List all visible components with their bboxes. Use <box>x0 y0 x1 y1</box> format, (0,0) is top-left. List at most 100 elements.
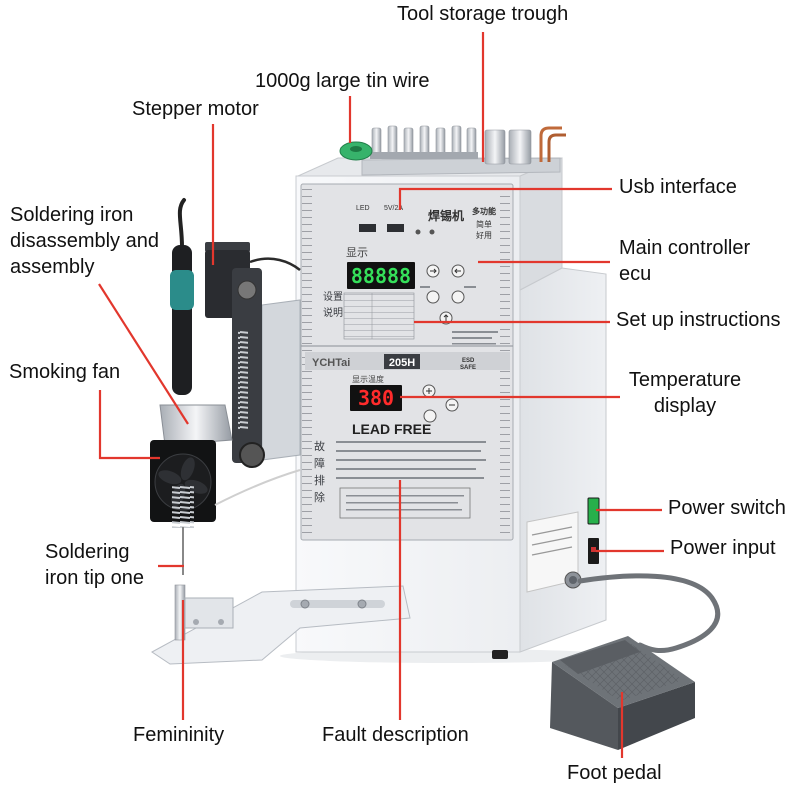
temperature-digits: 380 <box>358 386 394 410</box>
label-temperature-display: Temperature display <box>612 367 758 419</box>
motor-cable <box>249 257 301 271</box>
esd-text: ESD <box>462 358 475 364</box>
warning-line <box>346 495 464 497</box>
leader-lines <box>98 32 664 758</box>
panel-button <box>426 290 440 304</box>
pedal-cable <box>577 573 721 654</box>
lead-free-text: LEAD FREE <box>352 421 431 437</box>
copper-hook <box>547 133 566 162</box>
tool-tip <box>387 125 398 155</box>
warning-box <box>339 487 471 519</box>
copper-hook <box>539 126 562 162</box>
set-button <box>423 409 437 423</box>
label-foot-pedal: Foot pedal <box>567 762 662 784</box>
label-setup-instructions: Set up instructions <box>616 309 781 331</box>
fixture-screw <box>300 599 310 609</box>
leader-smoking-fan <box>98 390 160 460</box>
leader-iron-assembly <box>98 283 189 425</box>
display-title: 显示 <box>346 246 368 259</box>
tool-bracket <box>508 129 532 165</box>
label-iron-assembly: Soldering iron disassembly and assembly <box>10 202 159 280</box>
fine-print-line <box>452 337 492 339</box>
label-iron-tip: Soldering iron tip one <box>45 539 144 591</box>
label-line: Main controller <box>619 237 751 259</box>
tool-tip <box>435 127 446 155</box>
counter-digits: 88888 <box>351 264 411 288</box>
power-input-fuse <box>591 547 596 552</box>
fine-print-line <box>336 459 486 461</box>
arrow-icon <box>454 268 461 274</box>
tool-tip <box>466 127 477 155</box>
fine-print-line <box>336 450 481 452</box>
usb-port <box>387 224 404 232</box>
label-tool-storage-trough: Tool storage trough <box>397 3 569 25</box>
brand-text: YCHTai <box>312 357 350 369</box>
spec-line <box>531 526 573 536</box>
fixture-screw <box>193 619 199 625</box>
soldering-iron-handle <box>172 245 192 395</box>
tool-tip <box>403 127 414 155</box>
soldering-iron-grip <box>170 270 194 310</box>
spec-line <box>531 546 573 556</box>
tool-bracket <box>484 129 506 165</box>
label-line: iron tip one <box>45 567 144 589</box>
body-foot <box>492 650 508 659</box>
warning-line <box>346 509 462 511</box>
arrow-icon <box>443 314 449 321</box>
label-usb-interface: Usb interface <box>619 176 737 198</box>
feature-text: 简单 <box>476 219 492 229</box>
label-line: Temperature <box>628 369 742 391</box>
panel-fine-print <box>420 286 498 345</box>
arrow-icon <box>430 268 437 274</box>
tool-tips-row <box>370 125 566 165</box>
fixture-block <box>184 597 234 629</box>
label-power-switch: Power switch <box>668 497 786 519</box>
feed-pulley <box>237 280 257 300</box>
fixture-screw <box>357 599 367 609</box>
plus-icon <box>426 388 432 394</box>
fault-title: 故障排除 <box>314 440 325 504</box>
spec-line <box>531 536 573 546</box>
fault-text-block <box>336 441 486 479</box>
setup-instructions-title: 设置说明 <box>323 292 343 319</box>
product-name: 焊锡机 <box>428 208 464 223</box>
fine-print-line <box>464 286 476 288</box>
iron-cable <box>177 198 186 249</box>
stepper-motor-cap <box>205 242 250 252</box>
feature-text: 多功能 <box>472 206 496 216</box>
leader-usb-interface <box>398 187 612 210</box>
fan-blade <box>180 457 195 481</box>
label-line: display <box>653 395 717 417</box>
body-right-side <box>519 267 607 653</box>
esd-text: SAFE <box>460 365 476 371</box>
fine-print-line <box>336 441 486 443</box>
tool-tip <box>371 127 382 155</box>
body-upper-side <box>519 157 563 291</box>
fine-print-line <box>452 331 498 333</box>
counter-display <box>347 262 415 289</box>
tin-feed-tube <box>214 469 301 506</box>
tin-wire-spool-core <box>350 146 362 152</box>
fine-print-line <box>336 468 476 470</box>
settings-table <box>343 292 415 340</box>
label-tin-wire: 1000g large tin wire <box>255 70 430 92</box>
fan-blade <box>158 470 182 485</box>
panel-button <box>451 290 465 304</box>
foot-pedal-side <box>618 682 695 750</box>
iron-holder-clamp <box>159 404 233 446</box>
tool-tip-collar <box>370 152 478 159</box>
label-line: Soldering iron <box>10 204 134 226</box>
label-femininity: Femininity <box>133 724 225 746</box>
label-main-controller: Main controller ecu <box>619 235 750 287</box>
fine-print-line <box>336 477 484 479</box>
model-text: 205H <box>389 357 415 369</box>
usb-rating-label: 5V/2A <box>384 205 403 212</box>
label-line: Soldering <box>45 541 130 563</box>
mount-plate <box>261 299 301 461</box>
foot-pedal-hinge <box>560 640 640 674</box>
usb-port <box>359 224 376 232</box>
fine-print-line <box>420 286 430 288</box>
warning-line <box>346 502 458 504</box>
label-stepper-motor: Stepper motor <box>132 98 259 120</box>
